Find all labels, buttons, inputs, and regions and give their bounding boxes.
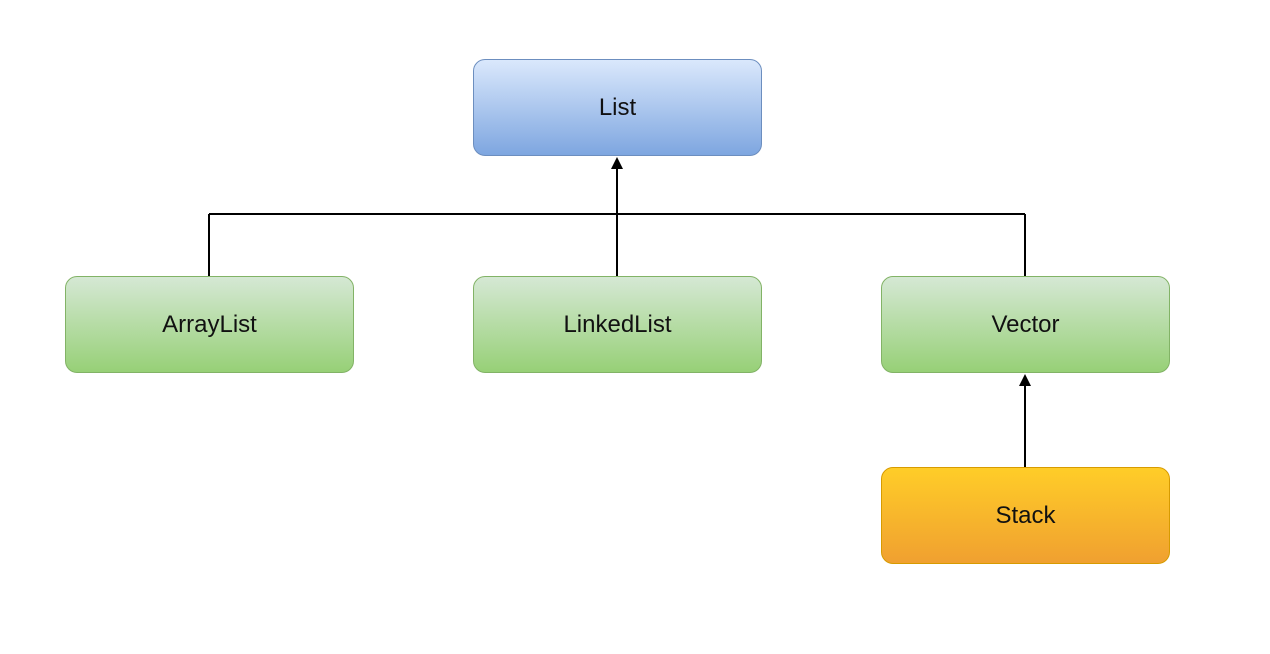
arraylist-node-label: ArrayList [162,310,257,338]
list-node-label: List [598,93,637,121]
list-node: List [473,59,762,156]
linkedlist-node: LinkedList [473,276,762,373]
stack-node: Stack [881,467,1170,564]
vector-node-label: Vector [991,310,1060,338]
arraylist-node: ArrayList [65,276,354,373]
linkedlist-node-label: LinkedList [563,310,672,338]
stack-node-label: Stack [995,501,1056,529]
vector-node: Vector [881,276,1170,373]
